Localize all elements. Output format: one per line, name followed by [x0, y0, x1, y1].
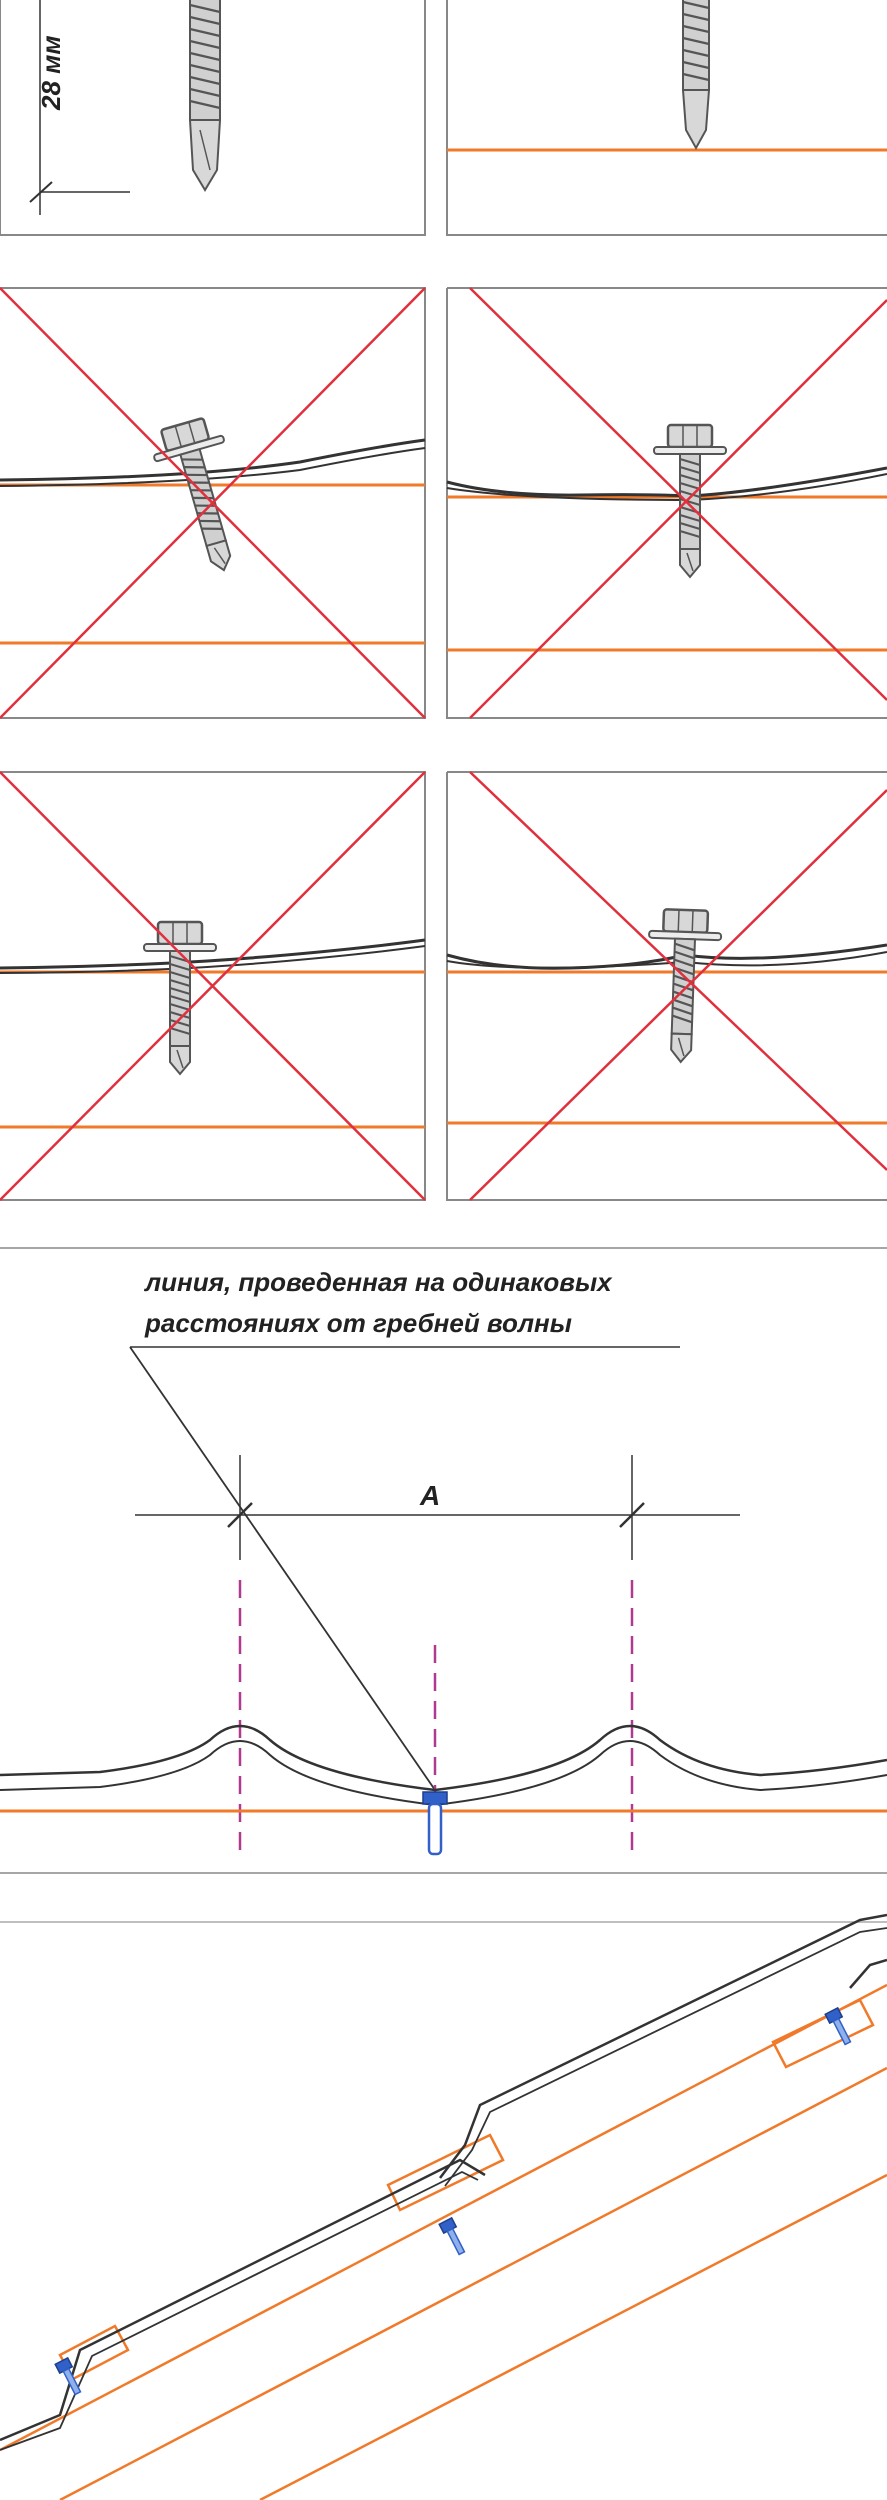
annotation-line-2: расстояниях от гребней волны [144, 1308, 572, 1338]
panel-screw-not-perpendicular [446, 771, 887, 1201]
roof-section-icon [0, 1913, 887, 2500]
panel-screw-too-tight [446, 287, 887, 719]
screw-icon [188, 0, 222, 192]
cross-out-icon [469, 771, 887, 1201]
panel-screw-tilted [0, 287, 426, 719]
cross-out-icon [0, 287, 426, 719]
panel-screw-too-loose [0, 771, 426, 1201]
dimension-line [29, 0, 130, 215]
screw-icon [681, 0, 711, 151]
top-panel-left: 28 мм [0, 0, 426, 236]
spacing-diagram: линия, проведенная на одинаковых расстоя… [0, 1247, 887, 1923]
screw-length-label: 28 мм [36, 35, 66, 111]
screw-icon [422, 1791, 448, 1856]
cross-out-icon [0, 771, 426, 1201]
annotation-line-1: линия, проведенная на одинаковых [143, 1267, 613, 1297]
cross-out-icon [469, 287, 887, 719]
top-panel-right [446, 0, 887, 236]
span-label: A [419, 1480, 440, 1511]
